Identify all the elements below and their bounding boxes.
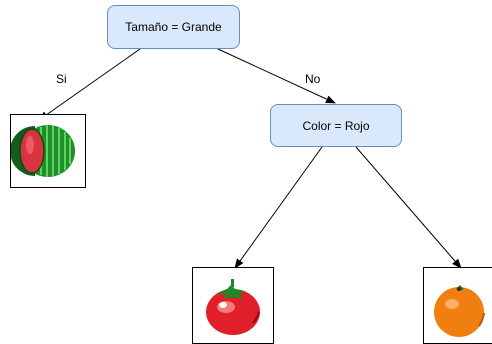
root-node: Tamaño = Grande [107,5,240,49]
edge-color-to-orange [355,146,462,269]
tomato-icon [206,279,260,335]
root-node-label: Tamaño = Grande [125,20,222,34]
edge-color-to-tomato [234,146,323,269]
orange-icon [434,285,485,337]
edge-root-to-watermelon [38,48,141,121]
no-edge-label: No [305,72,321,86]
yes-edge-label: Si [56,72,67,86]
color-node-label: Color = Rojo [302,118,370,133]
watermelon-icon [11,125,75,177]
tomato-leaf [192,267,274,344]
watermelon-leaf [10,114,86,188]
color-node: Color = Rojo [270,104,402,147]
edge-root-to-color [217,48,336,104]
orange-leaf [423,267,492,344]
